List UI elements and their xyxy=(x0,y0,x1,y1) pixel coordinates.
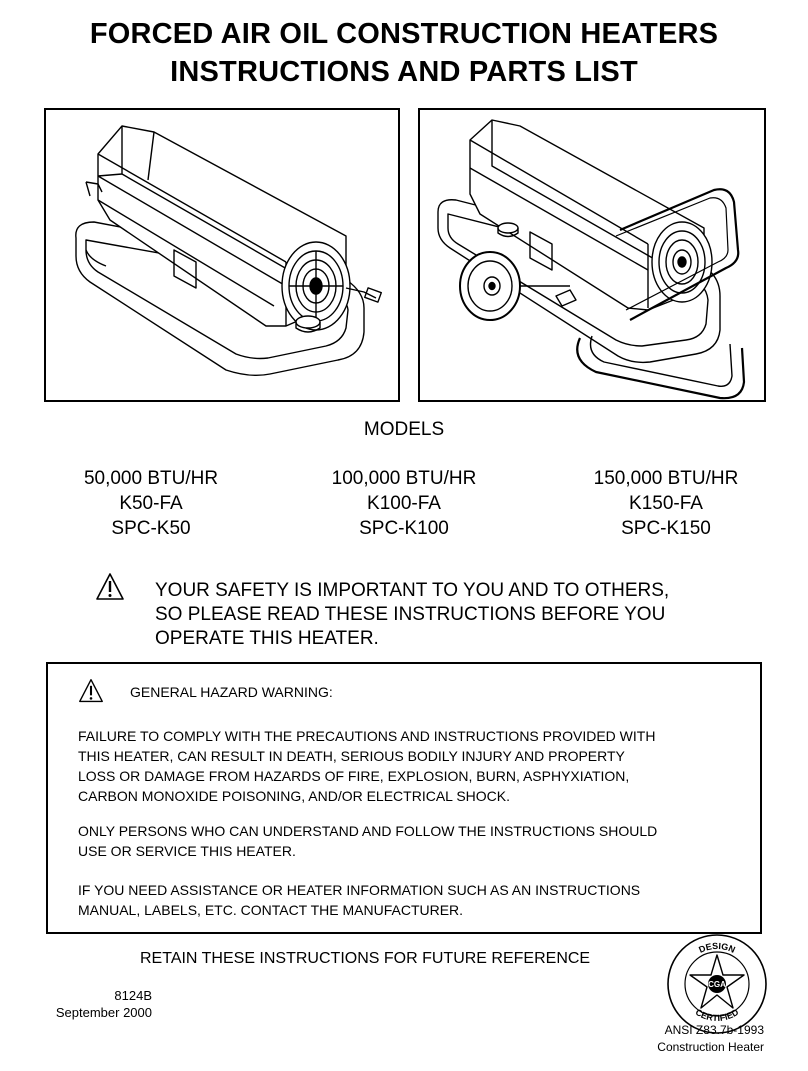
model-btu: 150,000 BTU/HR xyxy=(593,468,739,489)
svg-text:DESIGN: DESIGN xyxy=(697,941,737,955)
hazard-line: USE OR SERVICE THIS HEATER. xyxy=(78,843,296,859)
model-alt-number: SPC-K100 xyxy=(359,518,449,539)
model-number: K100-FA xyxy=(367,493,441,514)
svg-text:CGA: CGA xyxy=(708,980,726,989)
model-column: 150,000 BTU/HR K150-FA SPC-K150 xyxy=(536,466,796,541)
model-btu: 50,000 BTU/HR xyxy=(83,468,219,489)
retain-instructions-note: RETAIN THESE INSTRUCTIONS FOR FUTURE REF… xyxy=(140,950,591,967)
model-alt-number: SPC-K50 xyxy=(111,518,191,539)
safety-notice: YOUR SAFETY IS IMPORTANT TO YOU AND TO O… xyxy=(155,579,735,651)
page-title-line1: FORCED AIR OIL CONSTRUCTION HEATERS xyxy=(89,18,719,50)
safety-line: OPERATE THIS HEATER. xyxy=(155,628,379,649)
model-alt-number: SPC-K150 xyxy=(621,518,711,539)
hazard-paragraph: IF YOU NEED ASSISTANCE OR HEATER INFORMA… xyxy=(78,880,740,920)
hazard-line: FAILURE TO COMPLY WITH THE PRECAUTIONS A… xyxy=(78,728,656,744)
heater-illustration-large xyxy=(418,108,766,402)
warning-triangle-icon xyxy=(96,573,124,600)
document-date: September 2000 xyxy=(55,1005,152,1020)
model-number: K150-FA xyxy=(629,493,703,514)
page-title-line2: INSTRUCTIONS AND PARTS LIST xyxy=(170,56,638,88)
hazard-warning-box: GENERAL HAZARD WARNING: FAILURE TO COMPL… xyxy=(46,662,762,934)
hazard-line: LOSS OR DAMAGE FROM HAZARDS OF FIRE, EXP… xyxy=(78,768,630,784)
document-number: 8124B xyxy=(114,988,152,1003)
model-column: 100,000 BTU/HR K100-FA SPC-K100 xyxy=(274,466,534,541)
design-certified-seal: DESIGN CERTIFIED CGA xyxy=(667,934,767,1034)
model-column: 50,000 BTU/HR K50-FA SPC-K50 xyxy=(21,466,281,541)
safety-line: SO PLEASE READ THESE INSTRUCTIONS BEFORE… xyxy=(155,604,666,625)
document-code: 8124B September 2000 xyxy=(46,987,152,1021)
hazard-line: MANUAL, LABELS, ETC. CONTACT THE MANUFAC… xyxy=(78,902,464,918)
heater-illustration-small xyxy=(44,108,400,402)
hazard-line: IF YOU NEED ASSISTANCE OR HEATER INFORMA… xyxy=(78,882,641,898)
model-number: K50-FA xyxy=(119,493,183,514)
hazard-line: THIS HEATER, CAN RESULT IN DEATH, SERIOU… xyxy=(78,748,625,764)
warning-triangle-icon xyxy=(79,679,103,703)
hazard-line: ONLY PERSONS WHO CAN UNDERSTAND AND FOLL… xyxy=(78,823,658,839)
model-btu: 100,000 BTU/HR xyxy=(331,468,477,489)
hazard-title: GENERAL HAZARD WARNING: xyxy=(130,684,333,700)
hazard-line: CARBON MONOXIDE POISONING, AND/OR ELECTR… xyxy=(78,788,510,804)
models-heading: MODELS xyxy=(363,419,445,440)
standard-code: ANSI Z83.7b-1993 xyxy=(664,1023,764,1037)
safety-line: YOUR SAFETY IS IMPORTANT TO YOU AND TO O… xyxy=(155,580,670,601)
standard-name: Construction Heater xyxy=(657,1040,764,1054)
hazard-paragraph: ONLY PERSONS WHO CAN UNDERSTAND AND FOLL… xyxy=(78,821,740,861)
svg-text:CERTIFIED: CERTIFIED xyxy=(694,1007,741,1023)
standard-reference: ANSI Z83.7b-1993 Construction Heater xyxy=(600,1022,764,1056)
hazard-paragraph: FAILURE TO COMPLY WITH THE PRECAUTIONS A… xyxy=(78,726,740,806)
